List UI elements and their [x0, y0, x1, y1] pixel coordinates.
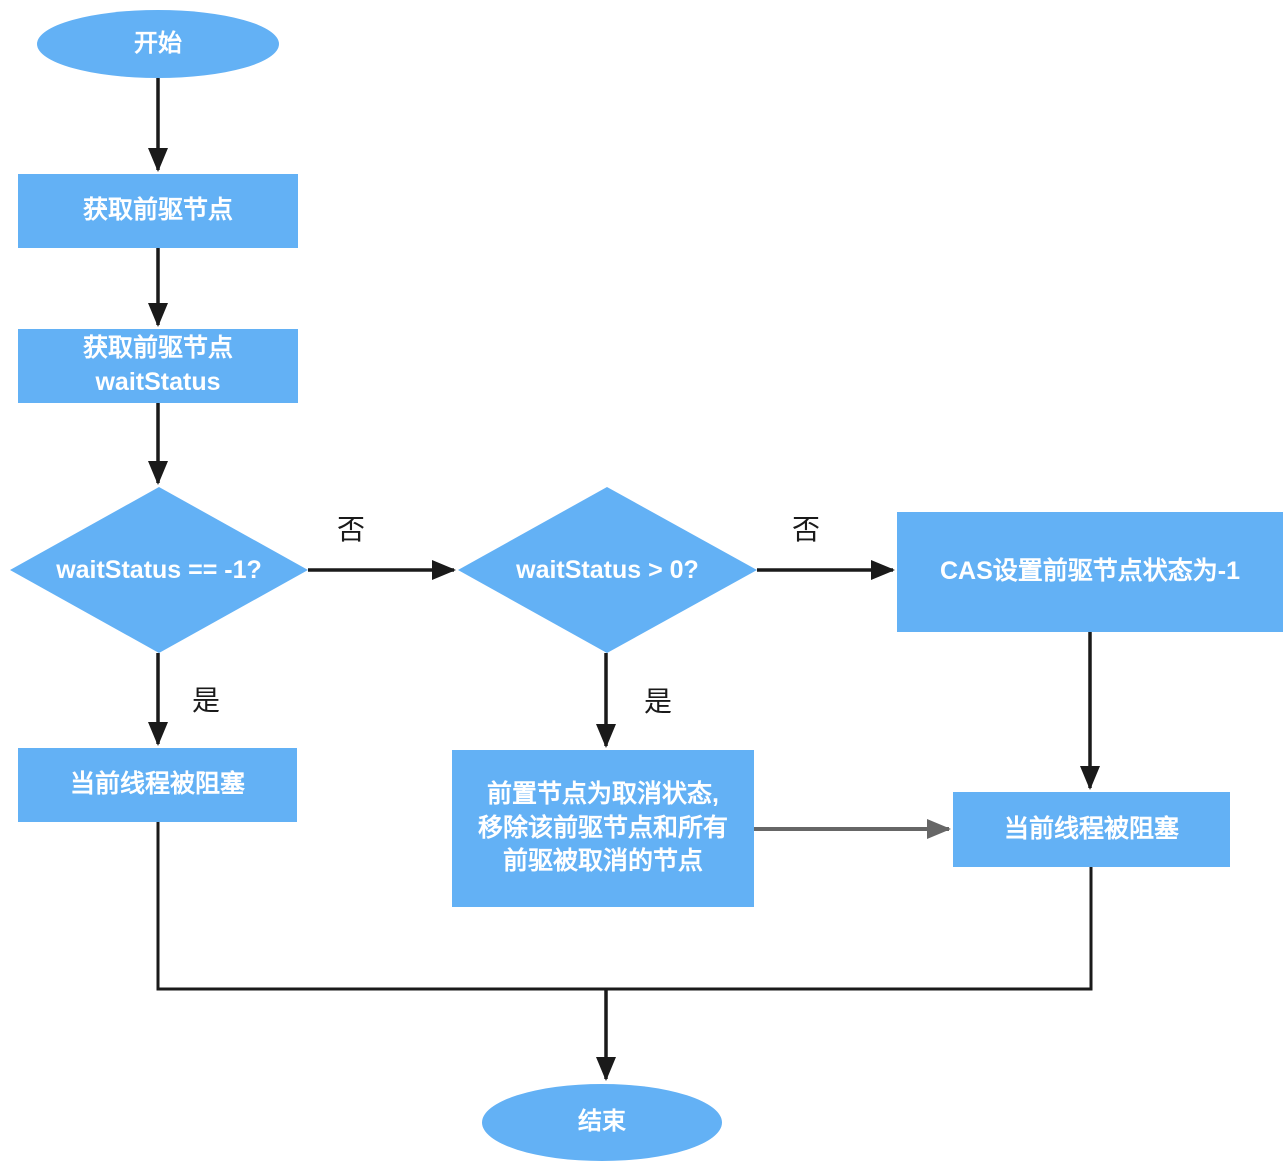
process-blocked-left-label: 当前线程被阻塞 [69, 770, 245, 799]
end-node: 结束 [482, 1084, 722, 1161]
edge-label-yes-2: 是 [644, 686, 673, 717]
decision-waitstatus-gt-0-label: waitStatus > 0? [516, 555, 699, 584]
process-get-waitstatus: 获取前驱节点 waitStatus [18, 329, 298, 403]
process-remove-cancelled-line1: 前置节点为取消状态, [487, 779, 719, 808]
process-get-waitstatus-line2: waitStatus [95, 368, 221, 396]
process-get-predecessor: 获取前驱节点 [18, 174, 298, 248]
process-blocked-left: 当前线程被阻塞 [18, 748, 297, 822]
start-node-label: 开始 [134, 29, 182, 57]
process-blocked-right: 当前线程被阻塞 [953, 792, 1230, 867]
edge-label-no-1: 否 [337, 514, 366, 545]
edge-converge-line [156, 822, 1093, 991]
process-cas-set-neg1: CAS设置前驱节点状态为-1 [897, 512, 1283, 632]
edge-label-yes-1: 是 [192, 685, 221, 716]
process-get-waitstatus-line1: 获取前驱节点 [82, 334, 233, 363]
process-blocked-right-label: 当前线程被阻塞 [1003, 814, 1179, 843]
edge-label-no-2: 否 [792, 514, 821, 545]
decision-waitstatus-eq-neg1-label: waitStatus == -1? [56, 555, 262, 584]
decision-waitstatus-gt-0-shape [458, 487, 757, 653]
decision-waitstatus-eq-neg1: waitStatus == -1? [10, 487, 308, 653]
decision-waitstatus-gt-0: waitStatus > 0? [458, 487, 757, 653]
end-node-label: 结束 [578, 1108, 626, 1136]
process-cas-set-neg1-label: CAS设置前驱节点状态为-1 [939, 557, 1240, 586]
process-get-predecessor-label: 获取前驱节点 [82, 196, 233, 225]
process-remove-cancelled: 前置节点为取消状态, 移除该前驱节点和所有 前驱被取消的节点 [452, 750, 754, 907]
process-remove-cancelled-line2: 移除该前驱节点和所有 [477, 813, 728, 842]
decision-waitstatus-eq-neg1-shape [10, 487, 308, 653]
start-node: 开始 [37, 10, 279, 78]
process-remove-cancelled-line3: 前驱被取消的节点 [502, 847, 703, 876]
